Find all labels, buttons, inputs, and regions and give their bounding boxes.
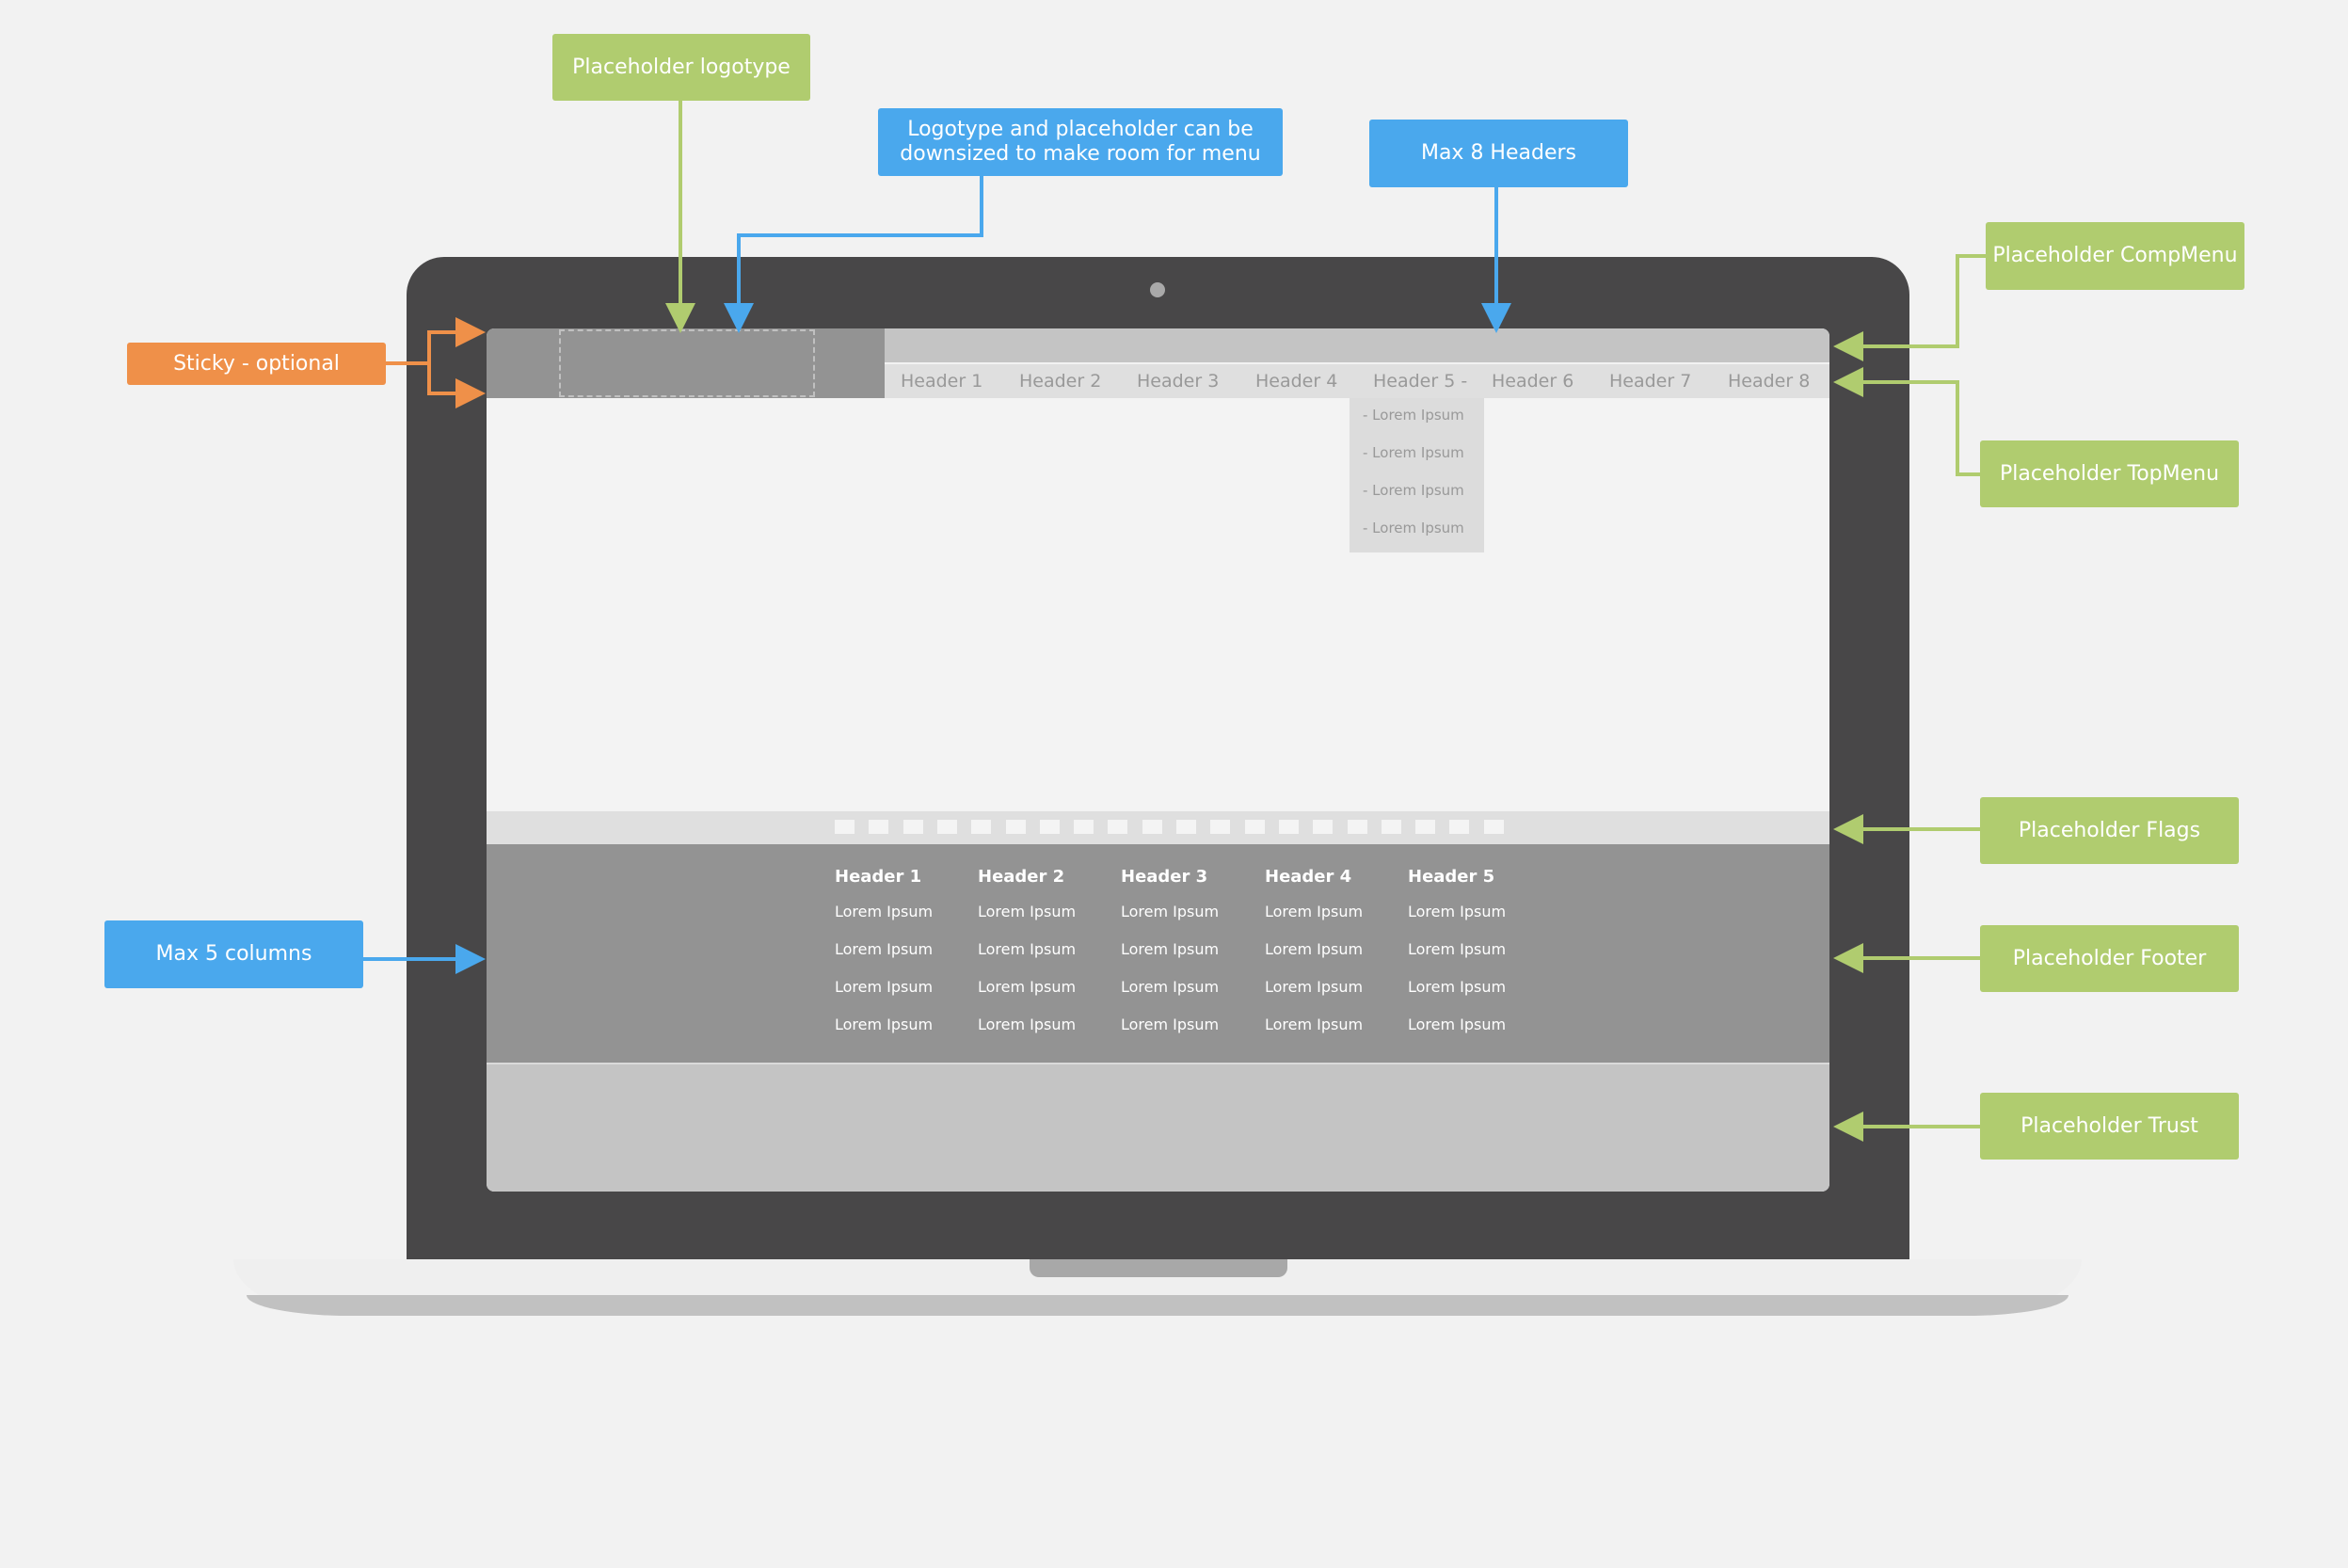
callout-flags-text: Placeholder Flags: [2018, 818, 2201, 842]
footer-column-header: Header 2: [978, 867, 1065, 887]
topmenu-item-6[interactable]: Header 6: [1492, 371, 1574, 392]
callout-topmenu: Placeholder TopMenu: [1980, 440, 2239, 507]
footer-link[interactable]: Lorem Ipsum: [978, 1016, 1077, 1033]
flag-placeholder[interactable]: [835, 820, 855, 834]
footer-link[interactable]: Lorem Ipsum: [1265, 903, 1364, 920]
footer-link[interactable]: Lorem Ipsum: [1408, 978, 1507, 996]
trust-area: [487, 1063, 1829, 1192]
topmenu-bar: [885, 362, 1829, 398]
logo-area: [487, 328, 885, 398]
laptop-base-shadow: [247, 1295, 2068, 1316]
callout-downsize-line2: downsized to make room for menu: [900, 142, 1261, 166]
dropdown-item-2[interactable]: - Lorem Ipsum: [1363, 444, 1464, 461]
topmenu-item-3[interactable]: Header 3: [1137, 371, 1220, 392]
compmenu-bar: [885, 328, 1829, 362]
footer-column-header: Header 4: [1265, 867, 1352, 887]
callout-downsize-line1: Logotype and placeholder can be: [907, 118, 1254, 141]
flag-placeholder[interactable]: [1176, 820, 1196, 834]
footer-link[interactable]: Lorem Ipsum: [978, 940, 1077, 958]
callout-downsize: Logotype and placeholder can be downsize…: [878, 108, 1283, 176]
footer-link[interactable]: Lorem Ipsum: [1408, 1016, 1507, 1033]
flag-placeholder[interactable]: [971, 820, 992, 834]
sticky-connector-bottom: [427, 363, 486, 408]
flag-placeholder[interactable]: [1142, 820, 1162, 834]
callout-sticky-text: Sticky - optional: [173, 351, 340, 376]
footer-link[interactable]: Lorem Ipsum: [1121, 903, 1220, 920]
topmenu-item-1[interactable]: Header 1: [901, 371, 983, 392]
compmenu-connector: [1833, 254, 1986, 361]
callout-trust: Placeholder Trust: [1980, 1093, 2239, 1160]
footer-link[interactable]: Lorem Ipsum: [1121, 940, 1220, 958]
callout-trust-text: Placeholder Trust: [2021, 1113, 2198, 1138]
footer-column-header: Header 5: [1408, 867, 1495, 887]
topmenu-item-2[interactable]: Header 2: [1019, 371, 1102, 392]
callout-logotype-text: Placeholder logotype: [572, 55, 791, 79]
callout-compmenu-text: Placeholder CompMenu: [1992, 244, 2238, 267]
footer-link[interactable]: Lorem Ipsum: [1265, 1016, 1364, 1033]
downsize-connector: [724, 175, 983, 333]
callout-footer-text: Placeholder Footer: [2012, 946, 2207, 970]
callout-footer: Placeholder Footer: [1980, 925, 2239, 992]
footer-link[interactable]: Lorem Ipsum: [1265, 940, 1364, 958]
flag-placeholder[interactable]: [902, 820, 923, 834]
footer-link[interactable]: Lorem Ipsum: [835, 978, 934, 996]
topmenu-item-7[interactable]: Header 7: [1609, 371, 1692, 392]
footer-column-header: Header 3: [1121, 867, 1208, 887]
callout-max-columns: Max 5 columns: [104, 920, 363, 988]
topmenu-dropdown: [1350, 398, 1484, 552]
flag-placeholder[interactable]: [1210, 820, 1231, 834]
flag-placeholder[interactable]: [1347, 820, 1367, 834]
footer-link[interactable]: Lorem Ipsum: [978, 903, 1077, 920]
footer-link[interactable]: Lorem Ipsum: [1265, 978, 1364, 996]
flag-placeholder[interactable]: [936, 820, 957, 834]
footer-column-header: Header 1: [835, 867, 922, 887]
topmenu-connector: [1833, 367, 1980, 476]
flag-placeholder[interactable]: [1449, 820, 1470, 834]
topmenu-item-8[interactable]: Header 8: [1728, 371, 1811, 392]
flag-placeholder[interactable]: [869, 820, 889, 834]
callout-sticky: Sticky - optional: [127, 343, 386, 385]
webcam: [1150, 282, 1165, 297]
flag-placeholder[interactable]: [1483, 820, 1504, 834]
callout-topmenu-text: Placeholder TopMenu: [1999, 461, 2220, 486]
flag-placeholder[interactable]: [1415, 820, 1436, 834]
callout-max-headers-text: Max 8 Headers: [1420, 141, 1577, 165]
footer-area: [487, 844, 1829, 1063]
callout-max-headers: Max 8 Headers: [1369, 120, 1628, 187]
callout-max-columns-text: Max 5 columns: [155, 942, 312, 966]
flag-placeholder[interactable]: [1381, 820, 1401, 834]
flag-placeholder[interactable]: [1039, 820, 1060, 834]
flag-placeholder[interactable]: [1074, 820, 1094, 834]
topmenu-item-5[interactable]: Header 5 -: [1373, 371, 1468, 392]
flag-placeholder[interactable]: [1244, 820, 1265, 834]
laptop-notch: [1030, 1259, 1287, 1277]
flag-placeholder[interactable]: [1278, 820, 1299, 834]
footer-link[interactable]: Lorem Ipsum: [1121, 978, 1220, 996]
callout-flags: Placeholder Flags: [1980, 797, 2239, 864]
dropdown-item-4[interactable]: - Lorem Ipsum: [1363, 520, 1464, 536]
footer-link[interactable]: Lorem Ipsum: [835, 940, 934, 958]
dropdown-item-3[interactable]: - Lorem Ipsum: [1363, 482, 1464, 499]
sticky-connector-top: [386, 317, 486, 365]
flag-placeholder[interactable]: [1313, 820, 1334, 834]
footer-link[interactable]: Lorem Ipsum: [1408, 903, 1507, 920]
flag-placeholder[interactable]: [1108, 820, 1128, 834]
footer-link[interactable]: Lorem Ipsum: [835, 903, 934, 920]
callout-compmenu: Placeholder CompMenu: [1986, 222, 2244, 290]
topmenu-item-4[interactable]: Header 4: [1255, 371, 1338, 392]
footer-link[interactable]: Lorem Ipsum: [1121, 1016, 1220, 1033]
callout-logotype: Placeholder logotype: [552, 34, 810, 101]
footer-link[interactable]: Lorem Ipsum: [1408, 940, 1507, 958]
footer-link[interactable]: Lorem Ipsum: [835, 1016, 934, 1033]
dropdown-item-1[interactable]: - Lorem Ipsum: [1363, 407, 1464, 424]
flag-placeholder[interactable]: [1005, 820, 1026, 834]
footer-link[interactable]: Lorem Ipsum: [978, 978, 1077, 996]
